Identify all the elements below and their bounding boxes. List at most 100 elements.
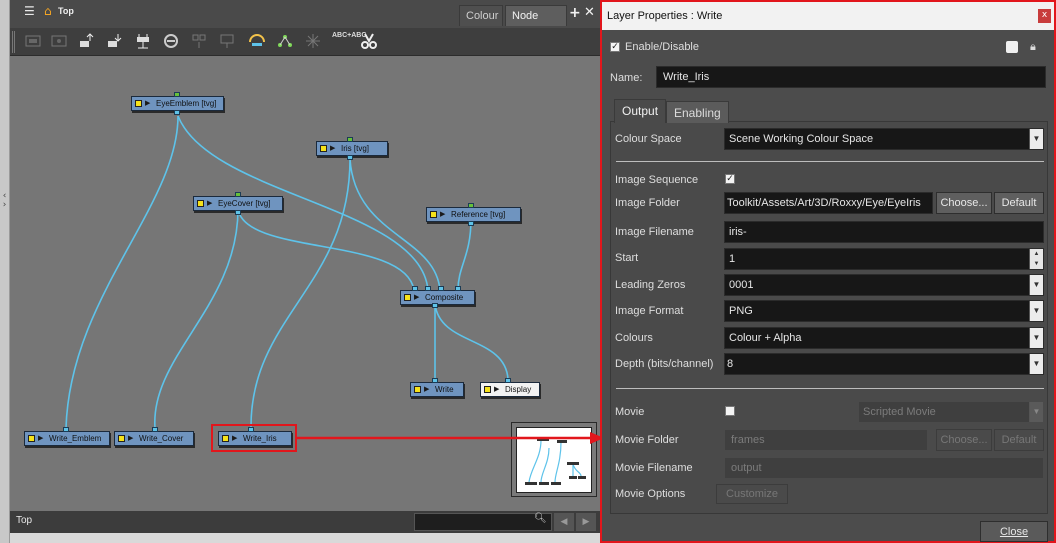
colour-space-dropdown[interactable]: Scene Working Colour Space ▼ (724, 128, 1044, 150)
nav-prev-icon[interactable]: ◀ (554, 513, 574, 531)
image-folder-default-button[interactable]: Default (994, 192, 1044, 214)
image-sequence-checkbox[interactable]: ✓ (725, 174, 735, 184)
nav-next-icon[interactable]: ▶ (576, 513, 596, 531)
kinematic-icon[interactable] (276, 32, 294, 50)
node-write[interactable]: ▶ Write (410, 382, 464, 397)
image-format-dropdown[interactable]: PNG ▼ (724, 300, 1044, 322)
depth-dropdown[interactable]: 8 ▼ (724, 353, 1044, 375)
camera-icon[interactable] (162, 32, 180, 50)
tab-node-view[interactable]: Node View (505, 5, 567, 42)
node-enable-toggle[interactable] (404, 294, 411, 301)
node-composite[interactable]: ▶ Composite (400, 290, 475, 305)
start-stepper[interactable]: 1 ▲▼ (724, 248, 1044, 270)
node-enable-toggle[interactable] (28, 435, 35, 442)
minimap-graph (525, 438, 586, 485)
panel-collapse-handle[interactable]: ‹› (2, 191, 7, 210)
movie-folder-choose-button[interactable]: Choose... (936, 429, 992, 451)
breadcrumb-top[interactable]: Top (58, 6, 74, 16)
add-tab-icon[interactable]: + (569, 5, 581, 21)
node-write-cover[interactable]: ▶ Write_Cover (114, 431, 194, 446)
node-iris[interactable]: ▶ Iris [tvg] (316, 141, 388, 156)
leading-zeros-dropdown[interactable]: 0001 ▼ (724, 274, 1044, 296)
node-input-port[interactable] (468, 203, 474, 208)
chevron-down-icon: ▼ (1029, 328, 1043, 348)
node-input-port[interactable] (432, 378, 438, 383)
movie-checkbox[interactable] (725, 406, 735, 416)
node-enable-toggle[interactable] (118, 435, 125, 442)
tab-enabling[interactable]: Enabling (666, 101, 729, 123)
node-reference[interactable]: ▶ Reference [tvg] (426, 207, 521, 222)
customize-button[interactable]: Customize (716, 484, 788, 504)
node-input-port[interactable] (174, 92, 180, 97)
play-icon: ▶ (128, 435, 134, 442)
node-input-port[interactable] (505, 378, 511, 383)
node-enable-toggle[interactable] (197, 200, 204, 207)
composite-icon[interactable] (134, 32, 152, 50)
group-icon[interactable] (50, 32, 68, 50)
node-eye-cover[interactable]: ▶ EyeCover [tvg] (193, 196, 283, 211)
colours-dropdown[interactable]: Colour + Alpha ▼ (724, 327, 1044, 349)
close-button[interactable]: Close (980, 521, 1048, 542)
particle-icon[interactable] (304, 32, 322, 50)
colour-swatch[interactable] (1006, 41, 1018, 53)
movie-folder-default-button[interactable]: Default (994, 429, 1044, 451)
node-enable-toggle[interactable] (320, 145, 327, 152)
peg-icon[interactable] (78, 32, 96, 50)
close-icon[interactable]: x (1038, 9, 1051, 23)
node-input-port[interactable] (248, 427, 254, 432)
node-output-port[interactable] (432, 303, 438, 308)
movie-folder-field[interactable]: frames (724, 429, 928, 451)
close-tab-icon[interactable]: ✕ (584, 5, 595, 20)
stepper-arrows-icon[interactable]: ▲▼ (1029, 249, 1043, 269)
node-enable-toggle[interactable] (222, 435, 229, 442)
colours-label: Colours (615, 332, 653, 344)
node-input-port[interactable] (347, 137, 353, 142)
movie-type-dropdown[interactable]: Scripted Movie ▼ (858, 401, 1044, 423)
tab-colour[interactable]: Colour (459, 5, 503, 26)
node-write-emblem[interactable]: ▶ Write_Emblem (24, 431, 110, 446)
image-folder-choose-button[interactable]: Choose... (936, 192, 992, 214)
node-input-port[interactable] (455, 286, 461, 291)
name-field[interactable]: Write_Iris (656, 66, 1046, 88)
deformer-icon[interactable] (248, 32, 266, 50)
image-filename-field[interactable]: iris- (724, 221, 1044, 243)
effect-icon[interactable] (218, 32, 236, 50)
backdrop-icon[interactable] (24, 32, 42, 50)
enable-checkbox[interactable]: ✓ (610, 42, 620, 52)
image-folder-field[interactable]: Toolkit/Assets/Art/3D/Roxxy/Eye/EyeIris (724, 192, 933, 214)
tab-output[interactable]: Output (614, 99, 667, 123)
node-search-input[interactable] (414, 513, 552, 531)
text-tool-icon[interactable]: ABC+ABC (332, 32, 367, 39)
cutter-icon[interactable] (360, 32, 378, 50)
node-eye-emblem[interactable]: ▶ EyeEmblem [tvg] (131, 96, 224, 111)
node-output-port[interactable] (235, 210, 241, 215)
node-enable-toggle[interactable] (430, 211, 437, 218)
node-display[interactable]: ▶ Display (480, 382, 540, 397)
movie-filename-field[interactable]: output (724, 457, 1044, 479)
node-input-port[interactable] (412, 286, 418, 291)
drawing-icon[interactable] (106, 32, 124, 50)
search-icon[interactable]: 🔍︎ (534, 513, 547, 524)
lock-icon[interactable]: 🔒︎ (1030, 40, 1036, 53)
home-icon[interactable]: ⌂ (44, 4, 52, 18)
node-output-port[interactable] (174, 110, 180, 115)
node-input-port[interactable] (438, 286, 444, 291)
menu-icon[interactable]: ☰ (24, 4, 35, 18)
node-input-port[interactable] (425, 286, 431, 291)
node-output-port[interactable] (347, 155, 353, 160)
node-label: Write_Emblem (49, 434, 102, 443)
node-enable-toggle[interactable] (484, 386, 491, 393)
colours-value: Colour + Alpha (729, 332, 802, 344)
toolbar-grip[interactable] (12, 31, 15, 53)
node-graph-canvas[interactable]: ▶ EyeEmblem [tvg] ▶ Iris [tvg] ▶ EyeCove… (10, 56, 600, 511)
node-input-port[interactable] (235, 192, 241, 197)
filter-icon[interactable] (190, 32, 208, 50)
node-input-port[interactable] (63, 427, 69, 432)
node-write-iris[interactable]: ▶ Write_Iris (218, 431, 292, 446)
node-output-port[interactable] (468, 221, 474, 226)
node-input-port[interactable] (152, 427, 158, 432)
movie-folder-label: Movie Folder (615, 434, 679, 446)
node-enable-toggle[interactable] (135, 100, 142, 107)
status-breadcrumb[interactable]: Top (16, 515, 33, 526)
node-enable-toggle[interactable] (414, 386, 421, 393)
